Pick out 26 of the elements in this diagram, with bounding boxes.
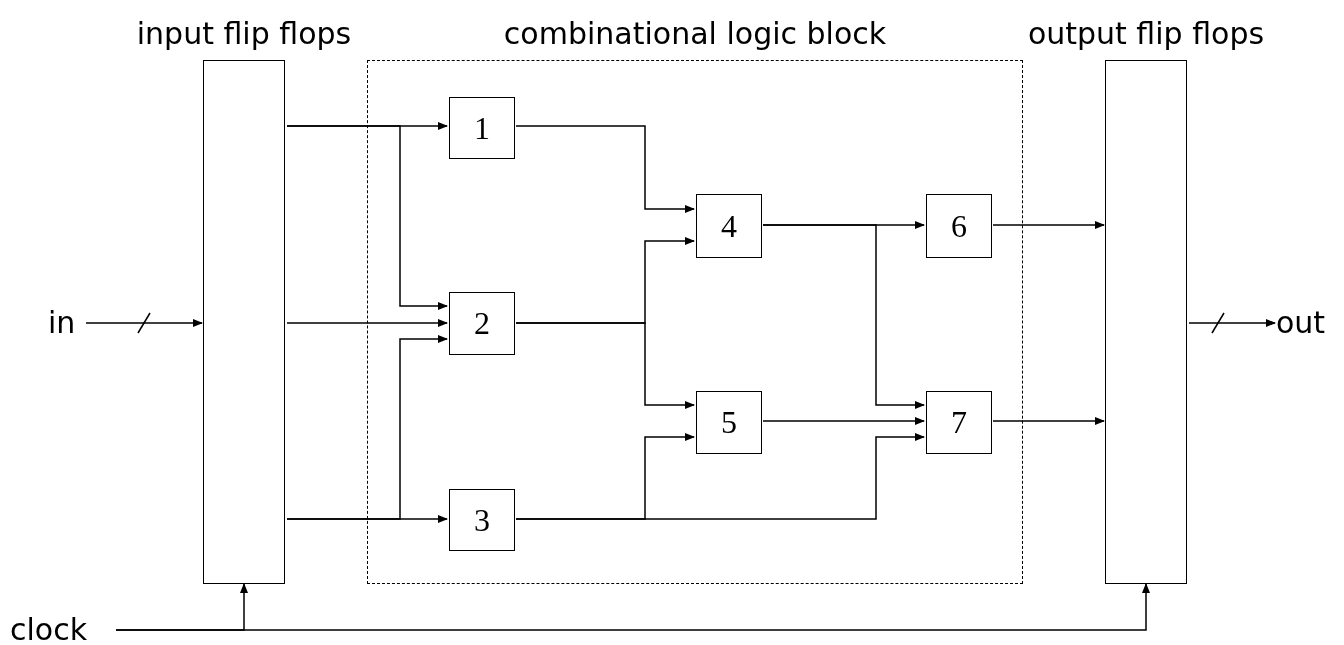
- arrow: [992, 221, 1105, 229]
- logic-gate: 5: [696, 391, 762, 454]
- signal-label: clock: [10, 612, 88, 645]
- logic-gate: 6: [926, 194, 992, 258]
- arrow: [515, 125, 695, 213]
- arrow: [515, 433, 925, 520]
- arrow: [762, 224, 925, 409]
- logic-gate: 3: [449, 489, 515, 551]
- arrow: [286, 515, 448, 523]
- signal-label: in: [48, 305, 76, 341]
- arrow: [286, 125, 448, 310]
- arrow: [762, 417, 925, 425]
- logic-gate: 4: [696, 194, 762, 258]
- block-heading: output flip flops: [1027, 15, 1265, 53]
- arrow: [992, 417, 1105, 425]
- arrow: [115, 583, 1150, 631]
- signal-label: out: [1276, 305, 1326, 341]
- arrow: [515, 322, 695, 409]
- logic-gate: 2: [449, 292, 515, 355]
- block-heading: input flip flops: [136, 15, 352, 53]
- arrow: [85, 319, 203, 327]
- arrow: [1188, 319, 1276, 327]
- arrow: [286, 319, 448, 327]
- logic-gate: 1: [449, 97, 515, 159]
- block-heading: combinational logic block: [503, 15, 887, 53]
- logic-gate: 7: [926, 391, 992, 454]
